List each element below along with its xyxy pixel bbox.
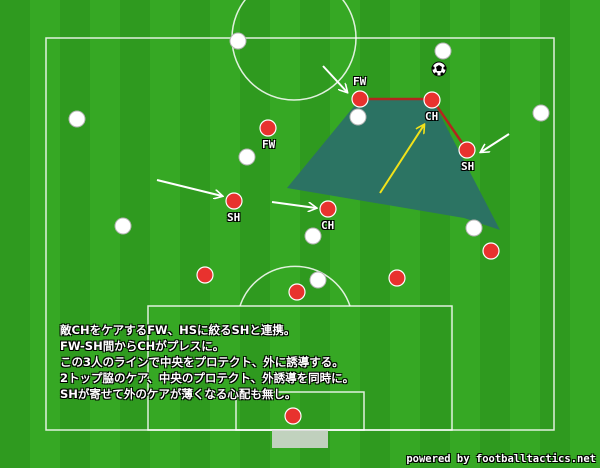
note-line: この3人のラインで中央をプロテクト、外に誘導する。 — [60, 355, 344, 369]
white-player — [434, 42, 452, 60]
note-line: 敵CHをケアするFW、HSに絞るSHと連携。 — [60, 323, 296, 337]
arrow-ch-left — [271, 201, 316, 208]
center-circle — [231, 0, 357, 101]
red-player — [388, 269, 406, 287]
white-player — [229, 32, 247, 50]
label-fw: FW — [262, 138, 276, 151]
red-player-sh — [225, 192, 243, 210]
label-ch: CH — [321, 219, 335, 232]
tactics-note: 敵CHをケアするFW、HSに絞るSHと連携。 FW-SH間からCHがプレスに。 … — [60, 322, 354, 402]
white-player — [68, 110, 86, 128]
white-player — [309, 271, 327, 289]
penalty-arc — [239, 265, 351, 307]
arrow-ch-press — [379, 125, 424, 194]
goal — [272, 430, 328, 448]
credit-text: powered by footballtactics.net — [406, 453, 596, 465]
red-player-ch — [319, 200, 337, 218]
red-player — [196, 266, 214, 284]
red-player-fw — [259, 119, 277, 137]
arrow-sh-left — [156, 179, 222, 196]
arrow-fw — [322, 65, 347, 92]
red-player-gk — [284, 407, 302, 425]
red-player-ch — [423, 91, 441, 109]
label-sh: SH — [227, 211, 241, 224]
white-player — [349, 108, 367, 126]
note-line: SHが寄せて外のケアが薄くなる心配も無し。 — [60, 387, 297, 401]
label-ch: CH — [425, 110, 439, 123]
label-sh: SH — [461, 160, 475, 173]
label-fw: FW — [353, 75, 367, 88]
soccer-ball-icon — [431, 61, 447, 77]
red-player-fw — [351, 90, 369, 108]
white-player — [532, 104, 550, 122]
red-player-sh — [458, 141, 476, 159]
protect-zone — [287, 99, 500, 230]
white-player — [465, 219, 483, 237]
note-line: FW-SH間からCHがプレスに。 — [60, 339, 225, 353]
red-player — [482, 242, 500, 260]
arrow-sh-right — [481, 133, 510, 152]
white-player — [114, 217, 132, 235]
red-team — [196, 90, 500, 425]
note-line: 2トップ脇のケア、中央のプロテクト、外誘導を同時に。 — [60, 371, 355, 385]
white-player — [238, 148, 256, 166]
red-player — [288, 283, 306, 301]
white-player — [304, 227, 322, 245]
white-team — [68, 32, 550, 289]
